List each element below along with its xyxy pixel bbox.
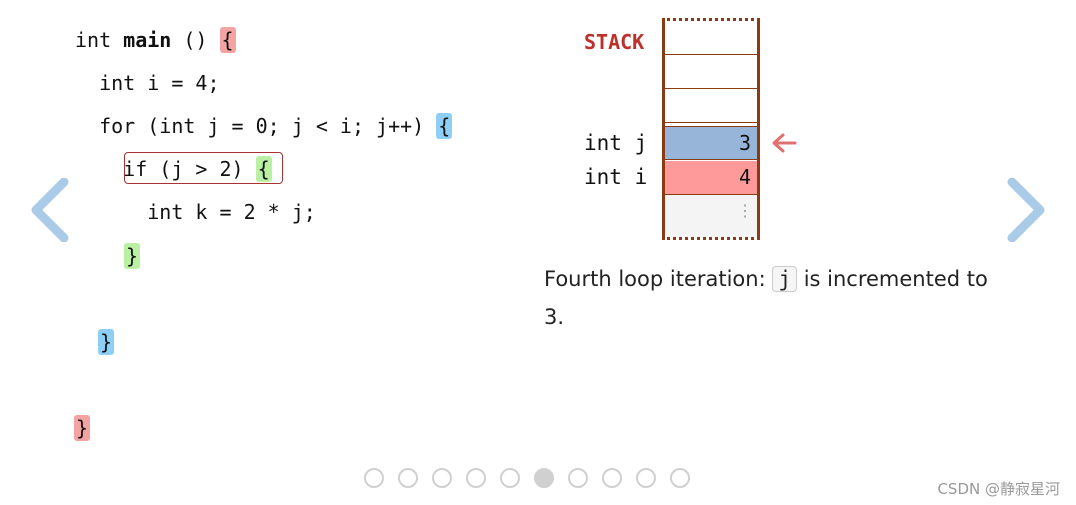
stack-cell-empty (665, 21, 757, 55)
code-line-for-close: } (98, 329, 115, 355)
code-line-if-close: } (124, 243, 141, 269)
stack-label-j: int j (584, 131, 648, 155)
code-line-main-close: } (74, 415, 91, 441)
page-dot-6-active[interactable] (534, 468, 554, 488)
page-dot-3[interactable] (432, 468, 452, 488)
brace-main-close: } (74, 415, 91, 441)
page-dot-9[interactable] (636, 468, 656, 488)
stack-cell-j: 3 (665, 126, 757, 160)
stack-cell-empty (665, 55, 757, 89)
stack-cell-i: 4 (665, 161, 757, 195)
stack-value-i: 4 (738, 165, 751, 189)
pagination (364, 468, 690, 488)
page-dot-2[interactable] (398, 468, 418, 488)
code-line-main: int main () { (75, 27, 236, 53)
stack-cell-empty (665, 89, 757, 123)
stack-title: STACK (584, 30, 645, 54)
chevron-right-icon (1007, 178, 1045, 242)
brace-main-open: { (219, 27, 236, 53)
page-dot-5[interactable] (500, 468, 520, 488)
page-dot-8[interactable] (602, 468, 622, 488)
current-line-highlight (124, 152, 283, 184)
code-line-for: for (int j = 0; j < i; j++) { (75, 113, 453, 139)
brace-for-close: } (98, 329, 115, 355)
brace-if-close: } (124, 243, 141, 269)
stack-pointer-arrow-icon (771, 132, 797, 158)
stack-label-i: int i (584, 165, 648, 189)
watermark: CSDN @静寂星河 (937, 480, 1060, 498)
code-line-decl-i: int i = 4; (75, 71, 220, 95)
stack-value-j: 3 (738, 131, 751, 155)
prev-button[interactable] (28, 178, 72, 242)
brace-for-open: { (436, 113, 453, 139)
stack-top-border (662, 18, 760, 21)
stack-cell-more: ⋮ (665, 195, 757, 237)
page-dot-1[interactable] (364, 468, 384, 488)
caption-inline-code: j (772, 266, 798, 292)
page-dot-4[interactable] (466, 468, 486, 488)
code-line-decl-k: int k = 2 * j; (75, 200, 316, 224)
chevron-left-icon (31, 178, 69, 242)
page-dot-10[interactable] (670, 468, 690, 488)
ellipsis-icon: ⋮ (737, 201, 753, 220)
brace-if-open: { (255, 156, 272, 182)
code-line-if: if (j > 2) { (75, 156, 272, 182)
code-panel: int main () { int i = 4; for (int j = 0;… (0, 0, 540, 460)
step-caption: Fourth loop iteration: j is incremented … (544, 266, 988, 329)
next-button[interactable] (1004, 178, 1048, 242)
stack-bottom-border (662, 237, 760, 240)
stack-frame: 3 4 ⋮ (662, 18, 760, 240)
page-dot-7[interactable] (568, 468, 588, 488)
